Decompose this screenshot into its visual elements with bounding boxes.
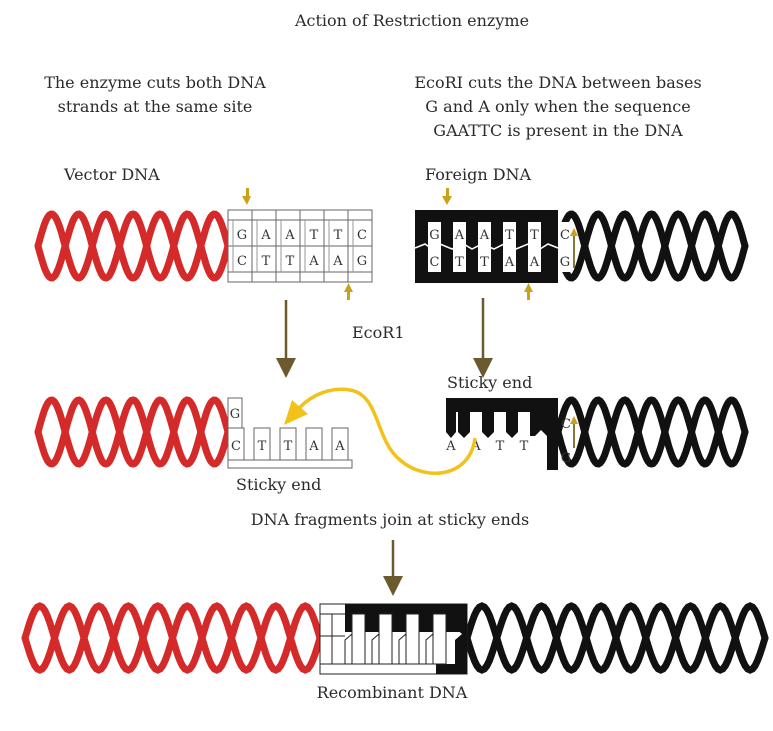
left-note-line-2: strands at the same site [58,97,253,116]
base-label: G [429,228,439,243]
base-label: C [560,228,570,243]
base-label: A [454,228,465,243]
base-label: G [561,451,571,466]
recombinant-junction [319,603,468,675]
foreign-helix [554,396,749,468]
foreign-helix [463,602,769,674]
base-label: G [560,255,570,270]
base-label: T [496,439,505,454]
base-label: A [332,254,343,269]
vector-helix [34,396,232,468]
recombinant-dna-label: Recombinant DNA [317,683,468,702]
base-label: A [260,228,271,243]
foreign-dna-label: Foreign DNA [425,165,532,184]
base-label: G [230,407,240,422]
cut-arrow-icon [442,188,452,205]
base-label: T [530,228,539,243]
vector-helix [21,602,324,674]
sticky-end-left-label: Sticky end [236,475,321,494]
base-label: G [237,228,247,243]
base-label: T [520,439,529,454]
base-label: A [284,228,295,243]
foreign-helix [554,210,749,282]
base-label: A [445,439,456,454]
sticky-end-right-label: Sticky end [447,373,532,392]
base-label: A [308,254,319,269]
base-label: G [357,254,367,269]
helix-group [21,210,769,674]
base-label: T [455,255,464,270]
base-label: A [479,228,490,243]
base-label: A [470,439,481,454]
vector-dna-label: Vector DNA [63,165,160,184]
join-label: DNA fragments join at sticky ends [251,510,529,529]
base-label: T [262,254,271,269]
base-label: C [357,228,367,243]
join-arrowhead-icon [284,400,308,425]
cut-arrow-icon [242,188,251,205]
enzyme-label: EcoR1 [352,323,405,342]
cut-arrow-icon [344,283,353,300]
right-note-line-1: EcoRI cuts the DNA between bases [414,73,701,92]
base-label: T [334,228,343,243]
right-note-line-3: GAATTC is present in the DNA [433,121,683,140]
diagram-title: Action of Restriction enzyme [294,11,529,30]
base-label: C [430,255,440,270]
base-label: A [308,439,319,454]
base-label: A [334,439,345,454]
base-label: T [310,228,319,243]
base-label: T [258,439,267,454]
base-label: C [237,254,247,269]
vector-helix [34,210,232,282]
base-label: T [286,254,295,269]
base-label: T [505,228,514,243]
base-label: A [504,255,515,270]
cut-arrow-icon [570,228,578,268]
cut-arrow-icon [524,283,533,300]
base-label: T [480,255,489,270]
left-note-line-1: The enzyme cuts both DNA [44,73,266,92]
base-label: C [561,417,571,432]
join-curve-arrow [294,387,477,475]
right-note-line-2: G and A only when the sequence [425,97,690,116]
base-label: A [529,255,540,270]
base-label: C [231,439,241,454]
base-label: T [284,439,293,454]
